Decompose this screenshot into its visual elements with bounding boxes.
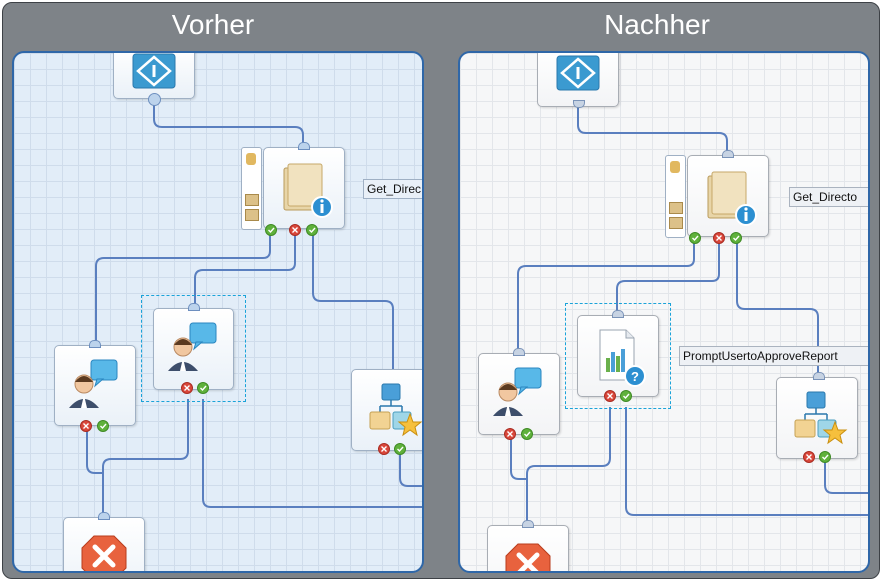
user-message-icon <box>493 367 542 416</box>
heading-after: Nachher <box>604 9 710 40</box>
report-ports <box>604 390 632 402</box>
start-icon <box>132 53 176 89</box>
user2-ports <box>181 382 209 394</box>
directory-side-toolbar <box>665 155 686 238</box>
get-directory-node[interactable] <box>263 147 345 229</box>
prompt-report-node[interactable]: ? <box>577 315 659 397</box>
user-message-icon <box>69 359 118 408</box>
hierarchy-node[interactable] <box>776 377 858 459</box>
user-input-port[interactable] <box>513 348 525 356</box>
success-port-icon[interactable] <box>306 224 318 236</box>
hierarchy-ports <box>378 443 406 455</box>
connector-directory-to-user <box>517 236 695 353</box>
envelope-icon[interactable] <box>669 217 683 229</box>
get-directory-label[interactable]: Get_Direc <box>363 179 422 199</box>
start-output-port[interactable] <box>148 93 161 106</box>
stop-node[interactable] <box>487 525 569 571</box>
success-port-icon[interactable] <box>265 224 277 236</box>
success-port-icon[interactable] <box>689 232 701 244</box>
connector-hierarchy-to-offscreen <box>824 458 868 494</box>
start-icon <box>556 55 600 91</box>
user-ports <box>504 428 533 440</box>
start-output-port[interactable] <box>573 100 585 108</box>
prompt-report-label[interactable]: PromptUsertoApproveReport <box>679 346 868 366</box>
directory-ports <box>689 232 742 244</box>
success-port-icon[interactable] <box>521 428 533 440</box>
connector-user2-to-stop <box>102 399 189 519</box>
folder-info-icon <box>707 171 757 226</box>
get-directory-node[interactable] <box>687 155 769 237</box>
connectors-before <box>86 98 422 519</box>
connector-user2-to-offscreen <box>202 399 422 508</box>
connector-report-to-offscreen <box>625 407 868 516</box>
user-message-node[interactable] <box>478 353 560 435</box>
stop-input-port[interactable] <box>522 520 534 528</box>
directory-ports <box>265 224 318 236</box>
connector-directory-to-user2 <box>194 228 296 309</box>
hierarchy-ports <box>803 451 831 463</box>
workflow-canvas-before[interactable]: Get_Direc <box>12 51 424 573</box>
success-port-icon[interactable] <box>97 420 109 432</box>
envelope-icon[interactable] <box>245 209 259 221</box>
start-node[interactable] <box>537 53 619 107</box>
user-message-node-1[interactable] <box>54 345 136 426</box>
stop-icon <box>81 535 127 571</box>
hierarchy-star-icon <box>794 391 848 445</box>
success-port-icon[interactable] <box>620 390 632 402</box>
user1-input-port[interactable] <box>89 340 101 348</box>
envelope-icon[interactable] <box>245 194 259 206</box>
success-port-icon[interactable] <box>730 232 742 244</box>
connector-report-to-stop <box>526 407 611 525</box>
connectors-after <box>510 105 868 525</box>
stop-icon <box>505 543 551 571</box>
stop-node[interactable] <box>63 517 145 571</box>
user-message-icon <box>168 322 217 371</box>
hierarchy-input-port[interactable] <box>813 372 825 380</box>
connector-directory-to-report <box>616 236 720 315</box>
hierarchy-node[interactable] <box>351 369 422 451</box>
success-port-icon[interactable] <box>394 443 406 455</box>
get-directory-label[interactable]: Get_Directo <box>789 187 868 207</box>
connector-directory-to-hierarchy <box>312 228 394 371</box>
user-message-node-2[interactable] <box>153 308 234 390</box>
connector-start-to-directory <box>153 98 304 145</box>
user1-ports <box>80 420 109 432</box>
stop-input-port[interactable] <box>98 512 110 520</box>
connector-user1-branch <box>86 424 104 474</box>
connector-directory-to-user1 <box>95 228 271 345</box>
selection-box <box>565 303 671 409</box>
hand-icon[interactable] <box>246 153 256 165</box>
connector-directory-to-hierarchy <box>736 236 819 377</box>
heading-before: Vorher <box>171 9 255 40</box>
folder-info-icon <box>283 163 333 218</box>
workflow-canvas-after[interactable]: Get_Directo <box>458 51 870 573</box>
hand-icon[interactable] <box>670 161 680 173</box>
connector-user-branch <box>510 432 528 480</box>
success-port-icon[interactable] <box>197 382 209 394</box>
connector-start-to-directory <box>577 105 728 153</box>
success-port-icon[interactable] <box>819 451 831 463</box>
directory-input-port[interactable] <box>298 142 310 150</box>
svg-text:?: ? <box>631 369 639 384</box>
start-node[interactable] <box>113 53 195 99</box>
connector-hierarchy-to-offscreen <box>399 451 422 487</box>
user2-input-port[interactable] <box>188 303 200 311</box>
directory-input-port[interactable] <box>722 150 734 158</box>
hierarchy-star-icon <box>369 383 422 437</box>
selection-box <box>141 295 246 402</box>
report-input-port[interactable] <box>612 310 624 318</box>
report-question-icon: ? <box>599 329 646 387</box>
directory-side-toolbar <box>241 147 262 230</box>
envelope-icon[interactable] <box>669 202 683 214</box>
